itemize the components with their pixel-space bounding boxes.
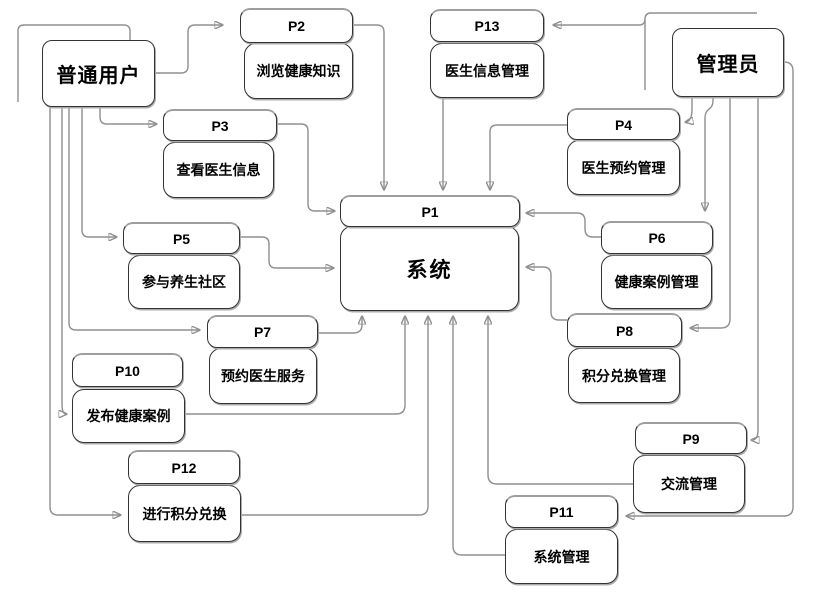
uc-p8-id-badge: P8 <box>567 313 682 347</box>
uc-p11-label: 系统管理 <box>505 529 618 584</box>
actor-user: 普通用户 <box>42 40 155 107</box>
edge-admin-p6 <box>705 97 714 210</box>
actor-admin: 管理员 <box>672 28 784 97</box>
edge-admin-p4 <box>686 97 692 122</box>
uc-p7-label: 预约医生服务 <box>209 348 317 404</box>
edge-p11-p1 <box>453 317 505 556</box>
uc-p2-id-badge: P2 <box>240 8 353 43</box>
edge-p3-p1 <box>277 123 334 211</box>
uc-p12-id-badge: P12 <box>128 450 240 484</box>
uc-p5-id-badge: P5 <box>123 222 240 254</box>
uc-p11-id-badge: P11 <box>505 495 618 528</box>
uc-p3-label: 查看医生信息 <box>163 142 274 198</box>
uc-p2-label: 浏览健康知识 <box>244 43 353 99</box>
edge-user-stub <box>17 24 131 102</box>
edge-p6-p1 <box>527 213 601 238</box>
uc-p8-label: 积分兑换管理 <box>568 348 680 403</box>
uc-p7-id-badge: P7 <box>207 315 318 348</box>
edge-user-p10 <box>62 107 66 414</box>
edge-user-p5 <box>81 107 116 237</box>
uc-p10-id-badge: P10 <box>72 353 183 387</box>
edge-user-p7 <box>68 107 199 330</box>
uc-p4-label: 医生预约管理 <box>567 140 680 195</box>
edge-admin-p9 <box>752 97 758 440</box>
edge-user-p12 <box>49 107 120 515</box>
system-id-badge: P1 <box>340 195 520 227</box>
uc-p5-label: 参与养生社区 <box>128 255 240 309</box>
edge-p4-p1 <box>490 124 567 189</box>
edge-p8-p1 <box>527 267 567 321</box>
uc-p9-id-badge: P9 <box>635 422 747 454</box>
uc-p10-label: 发布健康案例 <box>72 389 185 443</box>
edge-admin-p13 <box>554 12 757 25</box>
edge-admin-p11 <box>627 61 794 516</box>
edge-user-p3 <box>99 107 156 124</box>
system-label: 系统 <box>340 226 519 311</box>
uc-p9-label: 交流管理 <box>633 455 745 513</box>
edge-p2-p1 <box>353 24 384 189</box>
uc-p3-id-badge: P3 <box>163 109 277 141</box>
edge-p5-p1 <box>240 236 333 268</box>
uc-p6-id-badge: P6 <box>601 221 713 254</box>
edge-p7-p1 <box>318 317 362 334</box>
uc-p13-id-badge: P13 <box>430 9 544 42</box>
edge-p12-p1 <box>241 317 428 516</box>
edge-admin-p8 <box>691 97 731 328</box>
uc-p4-id-badge: P4 <box>567 108 680 140</box>
uc-p12-label: 进行积分兑换 <box>128 485 241 542</box>
uc-p13-label: 医生信息管理 <box>430 43 544 98</box>
edge-p9-p1 <box>488 317 633 485</box>
edge-p10-p1 <box>185 317 405 415</box>
uc-p6-label: 健康案例管理 <box>601 255 712 309</box>
edge-user-p2 <box>155 25 222 74</box>
